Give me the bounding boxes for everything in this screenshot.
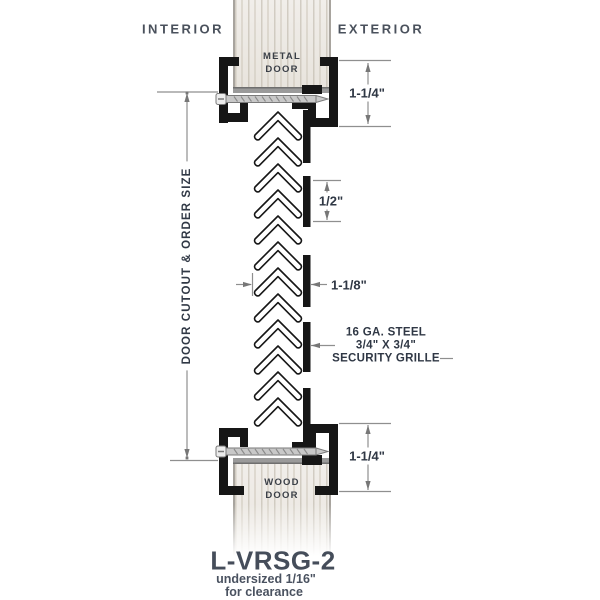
wood-door-top-edge: [233, 458, 331, 464]
top-retainer-bracket: [302, 85, 322, 94]
louver-blade: [253, 111, 303, 141]
louver-blade: [253, 137, 303, 167]
undersized-note: undersized 1/16": [216, 572, 316, 586]
top-screw: [215, 93, 330, 105]
grille-spec-line2: 3/4" X 3/4": [355, 339, 417, 352]
top-frame-assembly: [219, 57, 338, 127]
metal-door-panel: METAL DOOR: [233, 0, 331, 87]
top-left-frame-bar: [219, 57, 228, 123]
louver-blade: [253, 293, 303, 323]
metal-door-bottom-edge: [233, 87, 331, 93]
grille-bar: [303, 322, 311, 372]
bottom-right-frame-bar: [329, 424, 338, 495]
wood-door-label: WOOD DOOR: [264, 477, 300, 501]
louver-blade: [253, 215, 303, 245]
grille-bar: [303, 110, 311, 163]
model-number: L-VRSG-2: [210, 545, 336, 576]
bottom-retainer-bracket: [292, 442, 314, 451]
top-frame-depth-dimension: 1-1/4": [346, 84, 388, 102]
bottom-left-frame-bar: [219, 428, 228, 495]
door-cutout-order-size-label: DOOR CUTOUT & ORDER SIZE: [179, 161, 195, 371]
louver-blade: [253, 267, 303, 297]
top-right-frame-bar: [329, 57, 338, 127]
grille-bar: [303, 388, 311, 442]
louver-depth-dimension: 1-1/8": [331, 277, 367, 292]
grille-bar: [303, 176, 311, 227]
bottom-frame-depth-dimension: 1-1/4": [346, 447, 388, 465]
dimension-arrowheads: [184, 63, 371, 490]
clearance-note: for clearance: [225, 585, 303, 599]
louver-blade: [253, 397, 303, 427]
bottom-frame-assembly: [219, 424, 338, 495]
security-grille-bars: [303, 110, 311, 442]
grille-spec-line1: 16 GA. STEEL: [345, 326, 427, 339]
metal-door-label: METAL DOOR: [262, 51, 301, 75]
grille-spec-line3: SECURITY GRILLE: [332, 352, 440, 365]
louver-blade: [253, 371, 303, 401]
louver-blades: [253, 111, 303, 427]
grille-bar: [303, 255, 311, 307]
grille-spec-note: 16 GA. STEEL 3/4" X 3/4" SECURITY GRILLE: [332, 327, 440, 366]
exterior-label: EXTERIOR: [337, 21, 425, 37]
interior-label: INTERIOR: [141, 21, 225, 37]
louver-blade: [253, 241, 303, 271]
louver-blade: [253, 189, 303, 219]
wood-door-panel: WOOD DOOR: [233, 464, 331, 564]
bottom-screw: [215, 445, 330, 458]
louver-blade: [253, 319, 303, 349]
bar-segment-dimension: 1/2": [315, 192, 347, 210]
louver-blade: [253, 163, 303, 193]
louver-blade: [253, 345, 303, 375]
